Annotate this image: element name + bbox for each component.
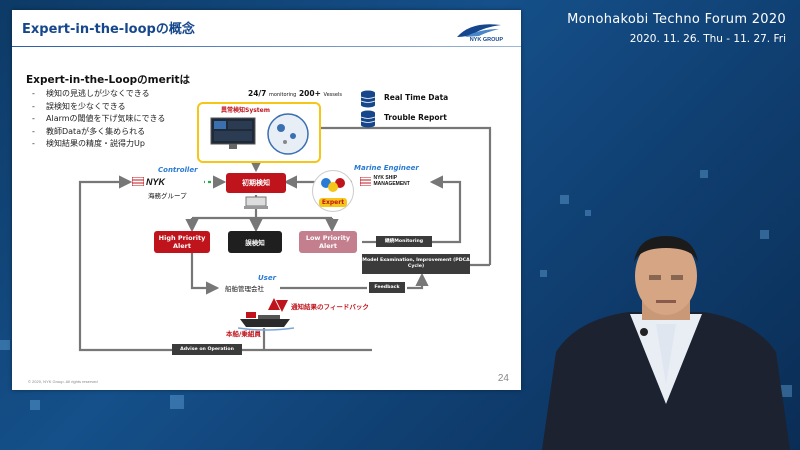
presentation-slide: Expert-in-the-loopの概念 NYK GROUP Expert-i… xyxy=(12,10,521,390)
false-detection-box: 誤検知 xyxy=(228,231,282,253)
controller-logo-text: NYK xyxy=(146,176,166,187)
monitor-icon xyxy=(210,117,256,149)
model-exam-box: Model Examination, Improvement (PDCA Cyc… xyxy=(362,254,470,274)
title-divider xyxy=(12,46,521,47)
monitoring-label: 24/7 monitoring 200+ Vessels xyxy=(248,89,342,98)
vessels-word: Vessels xyxy=(323,92,342,98)
merit-list: 検知の見逃しが少なくできる 誤検知を少なくできる Alarmの閾値を下げ気味にで… xyxy=(32,88,165,151)
bg-square xyxy=(585,210,591,216)
flag-icon xyxy=(132,177,144,186)
nyk-logo-icon xyxy=(457,24,501,37)
initial-detection-box: 初期検知 xyxy=(226,173,286,193)
marine-logo-text: NYK SHIP MANAGEMENT xyxy=(373,175,410,187)
marine-logo: NYK SHIP MANAGEMENT xyxy=(360,175,432,187)
low-priority-alert: Low Priority Alert xyxy=(299,231,357,253)
expert-badge: Expert xyxy=(312,170,354,212)
list-item: Alarmの閾値を下げ気味にできる xyxy=(32,113,165,126)
monitoring-word: monitoring xyxy=(269,92,297,98)
list-item: 教師Dataが多く集められる xyxy=(32,126,165,139)
forum-dates: 2020. 11. 26. Thu - 11. 27. Fri xyxy=(629,33,786,45)
forum-header: Monohakobi Techno Forum 2020 2020. 11. 2… xyxy=(567,12,786,45)
slide-title: Expert-in-the-loopの概念 xyxy=(22,22,195,37)
monitoring-24-7: 24/7 xyxy=(248,89,267,98)
slide-footer: © 2020, NYK Group. All rights reserved xyxy=(28,379,98,384)
controller-logo: NYK xyxy=(132,176,204,187)
flag-icon xyxy=(360,176,372,186)
user-label: User xyxy=(258,274,277,282)
vessel-count: 200+ xyxy=(298,89,321,98)
list-item: 誤検知を少なくできる xyxy=(32,101,165,114)
logo-text: NYK GROUP xyxy=(469,37,503,43)
bg-square xyxy=(540,270,547,277)
bg-square xyxy=(760,230,769,239)
analytics-icon xyxy=(267,113,309,155)
database-icon xyxy=(360,90,376,108)
anomaly-system-box: 異常検知System xyxy=(197,102,321,163)
list-item: 検知の見逃しが少なくできる xyxy=(32,88,165,101)
bg-square xyxy=(560,195,569,204)
ship-icon xyxy=(238,312,294,331)
database-icon xyxy=(360,110,376,128)
controller-label: Controller xyxy=(158,166,198,174)
people-icon xyxy=(321,178,345,192)
bg-square xyxy=(30,400,40,410)
high-priority-alert: High Priority Alert xyxy=(154,231,210,253)
list-item: 検知結果の精度・説得力Up xyxy=(32,138,165,151)
real-time-data-label: Real Time Data xyxy=(384,93,449,102)
ship-crew-label: 本船/乗組員 xyxy=(226,330,261,338)
presenter-video xyxy=(542,236,790,450)
bg-square xyxy=(0,340,10,350)
bg-square xyxy=(780,385,792,397)
trouble-report-label: Trouble Report xyxy=(384,113,447,122)
continuous-monitoring-box: 継続Monitoring xyxy=(376,236,432,247)
controller-org: 海務グループ xyxy=(148,192,187,200)
bg-square xyxy=(700,170,708,178)
page-number: 24 xyxy=(497,373,509,384)
notify-feedback-label: 通知結果のフィードバック xyxy=(291,303,369,311)
forum-title: Monohakobi Techno Forum 2020 xyxy=(567,12,786,27)
system-label: 異常検知System xyxy=(221,107,270,114)
expert-label: Expert xyxy=(319,198,347,207)
merit-heading: Expert-in-the-Loopのmeritは xyxy=(26,74,191,86)
bg-square xyxy=(170,395,184,409)
advise-operation-box: Advise on Operation xyxy=(172,344,242,355)
ship-management-label: 船舶管理会社 xyxy=(225,285,264,293)
feedback-box: Feedback xyxy=(369,282,405,293)
marine-engineer-label: Marine Engineer xyxy=(354,164,419,172)
computer-icon xyxy=(244,196,268,209)
